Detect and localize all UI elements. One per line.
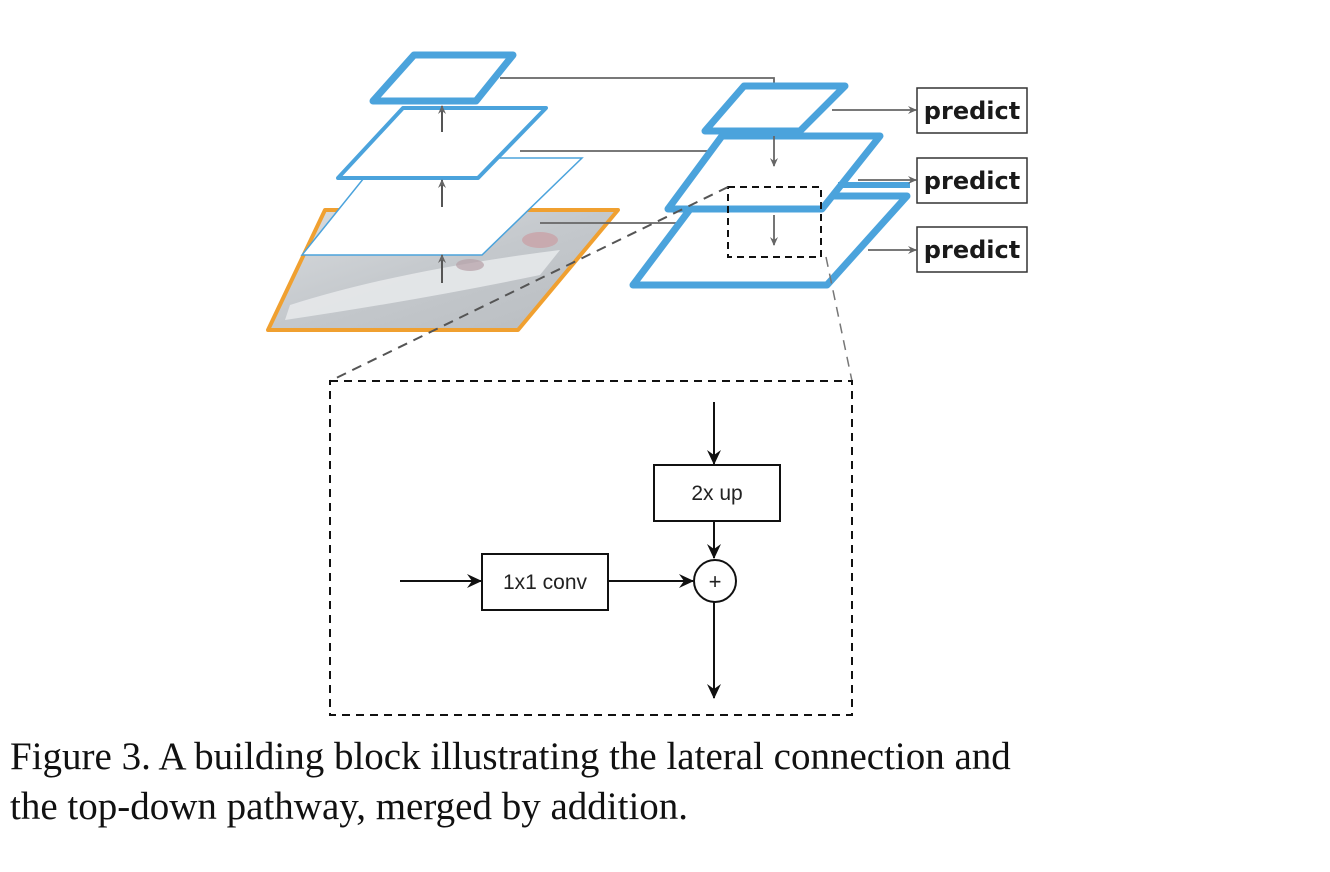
zoom-region-box [727, 186, 822, 258]
predict-label: predict [924, 167, 1020, 195]
predict-box: predict [916, 226, 1028, 273]
predict-label: predict [924, 97, 1020, 125]
top-down-level-3 [701, 82, 849, 135]
caption-line-1: Figure 3. A building block illustrating … [10, 735, 1011, 778]
bottom-up-level-2 [336, 106, 548, 180]
upsample-label: 2x up [691, 482, 742, 505]
predict-box: predict [916, 157, 1028, 204]
addition-node: + [693, 559, 737, 603]
predict-label: predict [924, 236, 1020, 264]
conv-label: 1x1 conv [503, 571, 588, 594]
upsample-block: 2x up [653, 464, 781, 522]
figure-caption: Figure 3. A building block illustrating … [10, 732, 1310, 832]
building-block-frame [329, 380, 853, 716]
zoom-guide-left [329, 186, 729, 382]
caption-line-2: the top-down pathway, merged by addition… [10, 785, 689, 828]
predict-box: predict [916, 87, 1028, 134]
conv-1x1-block: 1x1 conv [481, 553, 609, 611]
fpn-diagram: predict predict predict 2x up 1x1 conv + [266, 51, 1028, 716]
bottom-up-level-3 [369, 51, 517, 105]
plus-icon: + [709, 569, 722, 594]
zoom-guide-right [825, 256, 853, 382]
